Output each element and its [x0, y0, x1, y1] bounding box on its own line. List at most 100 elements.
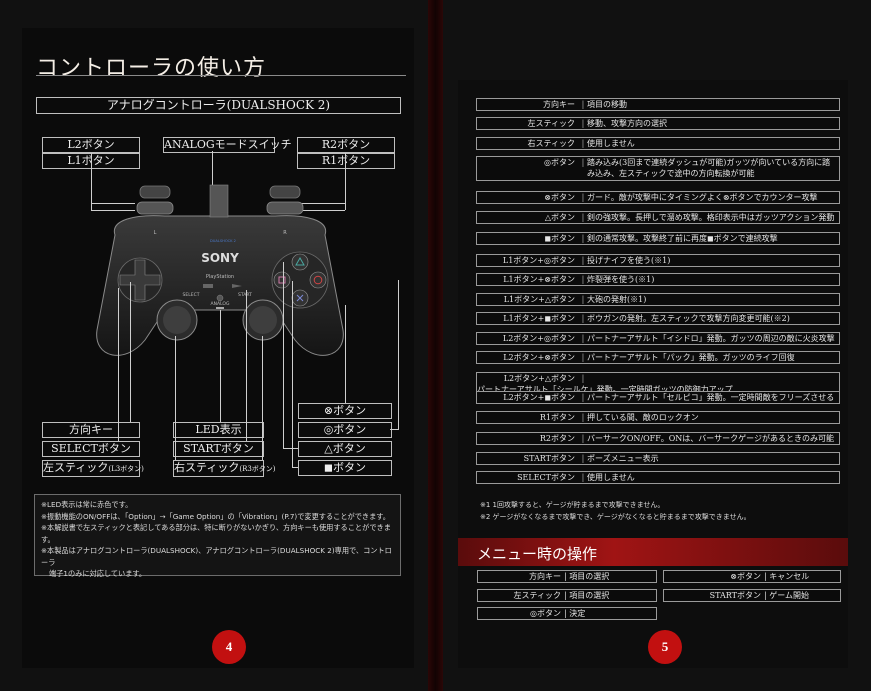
row-key: R2ボタン: [539, 434, 575, 443]
menu-row: ◎ボタン| 決定: [477, 607, 657, 620]
menu-key: ⊗ボタン: [730, 572, 761, 581]
row-key: 方向キー: [543, 100, 575, 109]
control-row: L1ボタン+◼ボタン|ボウガンの発射。左スティックで攻撃方向変更可能(※2): [476, 312, 840, 325]
footnote: ※2 ゲージがなくなるまで攻撃でき、ゲージがなくなると貯まるまで攻撃できません。: [480, 513, 751, 521]
right-stick-note: (R3ボタン): [239, 465, 276, 473]
leader-line: [118, 288, 119, 441]
analog-button-shape: [216, 294, 224, 302]
control-row: L1ボタン+◎ボタン |投げナイフを使う(※1): [476, 254, 840, 267]
square-symbol: [278, 276, 286, 284]
row-key: L2ボタン+△ボタン: [503, 374, 575, 383]
row-desc: 投げナイフを使う(※1): [587, 256, 671, 265]
menu-sep: |: [764, 572, 767, 581]
row-key: R1ボタン: [539, 413, 575, 422]
square-button-shape: [273, 271, 291, 289]
label-start-button: STARTボタン: [173, 441, 264, 457]
triangle-symbol: [295, 256, 305, 266]
label-r2-button: R2ボタン: [297, 137, 395, 153]
row-sep: |: [581, 275, 585, 284]
row-key: L1ボタン+◎ボタン: [502, 256, 575, 265]
select-text: SELECT: [183, 292, 200, 298]
leader-line: [300, 203, 345, 204]
r-text: R: [283, 230, 287, 236]
footnote: ※1 1回攻撃すると、ゲージが貯まるまで攻撃できません。: [480, 501, 665, 509]
leader-line: [130, 282, 131, 422]
leader-line: [292, 281, 293, 467]
label-dpad: 方向キー: [42, 422, 140, 438]
row-sep: |: [581, 374, 585, 383]
row-key: 左スティック: [527, 119, 575, 128]
note-line: ※LED表示は常に赤色です。: [41, 500, 133, 509]
l1-shape: [136, 201, 174, 215]
row-sep: |: [581, 434, 585, 443]
row-desc: パートナーアサルト「シールケ」発動。一定時間ガッツの防御力アップ: [477, 385, 733, 394]
sony-logo-text: SONY: [201, 251, 239, 265]
row-sep: |: [581, 413, 585, 422]
left-stick-text: 左スティック: [43, 461, 109, 474]
row-sep: |: [581, 234, 585, 243]
menu-desc: ゲーム開始: [769, 591, 810, 600]
note-line: 端子1のみに対応しています。: [49, 569, 147, 578]
menu-key: 方向キー: [529, 572, 561, 581]
row-sep: |: [581, 353, 585, 362]
row-sep: |: [581, 256, 585, 265]
row-sep: |: [581, 139, 585, 148]
menu-desc: 決定: [569, 609, 586, 618]
label-cross-button: ⊗ボタン: [298, 403, 392, 419]
row-key: △ボタン: [544, 213, 575, 222]
leader-line: [283, 262, 284, 448]
row-key: ◼ボタン: [544, 234, 575, 243]
playstation-logo-text: PlayStation: [206, 274, 234, 280]
row-desc: 移動、攻撃方向の選択: [587, 119, 667, 128]
control-row: L2ボタン+◎ボタン|パートナーアサルト「イシドロ」発動。ガッツの周辺の敵に火炎…: [476, 332, 840, 345]
menu-row: 方向キー| 項目の選択: [477, 570, 657, 583]
row-desc: ガード。敵が攻撃中にタイミングよく⊗ボタンでカウンター攻撃: [587, 193, 818, 202]
l2-shape: [139, 185, 171, 199]
label-left-stick: 左スティック(L3ボタン): [42, 460, 144, 477]
leader-line: [292, 467, 298, 468]
control-row: ◎ボタン|踏み込み(3回まで連続ダッシュが可能)ガッツが向いている方向に踏み込み…: [476, 156, 840, 181]
row-desc: 炸裂弾を使う(※1): [587, 275, 655, 284]
right-stick-text: 右スティック: [174, 461, 240, 474]
label-triangle-button: △ボタン: [298, 441, 392, 457]
page-number-left: 4: [212, 630, 246, 664]
row-key: L1ボタン+◼ボタン: [503, 314, 575, 323]
face-button-well: [271, 251, 329, 309]
notes-box: ※LED表示は常に赤色です。 ※振動機能のON/OFFは、「Option」→「G…: [34, 494, 401, 578]
menu-key: ◎ボタン: [530, 609, 561, 618]
label-square-button: ◼ボタン: [298, 460, 392, 476]
row-sep: |: [581, 473, 585, 482]
select-button-shape: [203, 284, 213, 288]
start-button-shape: [232, 284, 242, 288]
control-row: ⊗ボタン|ガード。敵が攻撃中にタイミングよく⊗ボタンでカウンター攻撃: [476, 191, 840, 204]
menu-sep: |: [564, 609, 567, 618]
controller-header: アナログコントローラ(DUALSHOCK 2): [36, 97, 401, 114]
row-sep: |: [581, 334, 585, 343]
row-desc: 使用しません: [587, 473, 635, 482]
control-row: SELECTボタン|使用しません: [476, 471, 840, 484]
row-desc: 踏み込み(3回まで連続ダッシュが可能)ガッツが向いている方向に踏み込み、左スティ…: [587, 158, 831, 178]
menu-row: STARTボタン| ゲーム開始: [663, 589, 841, 602]
row-desc: ボウガンの発射。左スティックで攻撃方向変更可能(※2): [587, 314, 790, 323]
menu-title-band: [458, 538, 848, 566]
row-sep: |: [581, 393, 585, 402]
row-key: ⊗ボタン: [544, 193, 575, 202]
label-right-stick: 右スティック(R3ボタン): [173, 460, 276, 477]
circle-button-shape: [309, 271, 327, 289]
menu-desc: 項目の選択: [569, 591, 610, 600]
note-line: ※本解説書で左スティックと表記してある部分は、特に断りがないかぎり、方向キーも使…: [41, 523, 391, 544]
label-r1-button: R1ボタン: [297, 153, 395, 169]
leader-line: [91, 168, 92, 210]
menu-sep: |: [564, 591, 567, 600]
menu-title: メニュー時の操作: [477, 545, 598, 563]
left-stick-note: (L3ボタン): [108, 465, 144, 473]
label-l2-button: L2ボタン: [42, 137, 140, 153]
row-key: 右スティック: [527, 139, 575, 148]
cable-strain: [209, 184, 229, 218]
row-desc: パートナーアサルト「パック」発動。ガッツのライフ回復: [587, 353, 795, 362]
r2-shape: [269, 185, 301, 199]
leader-line: [246, 290, 247, 441]
row-key: L2ボタン+⊗ボタン: [503, 353, 575, 362]
l-text: L: [154, 230, 157, 236]
